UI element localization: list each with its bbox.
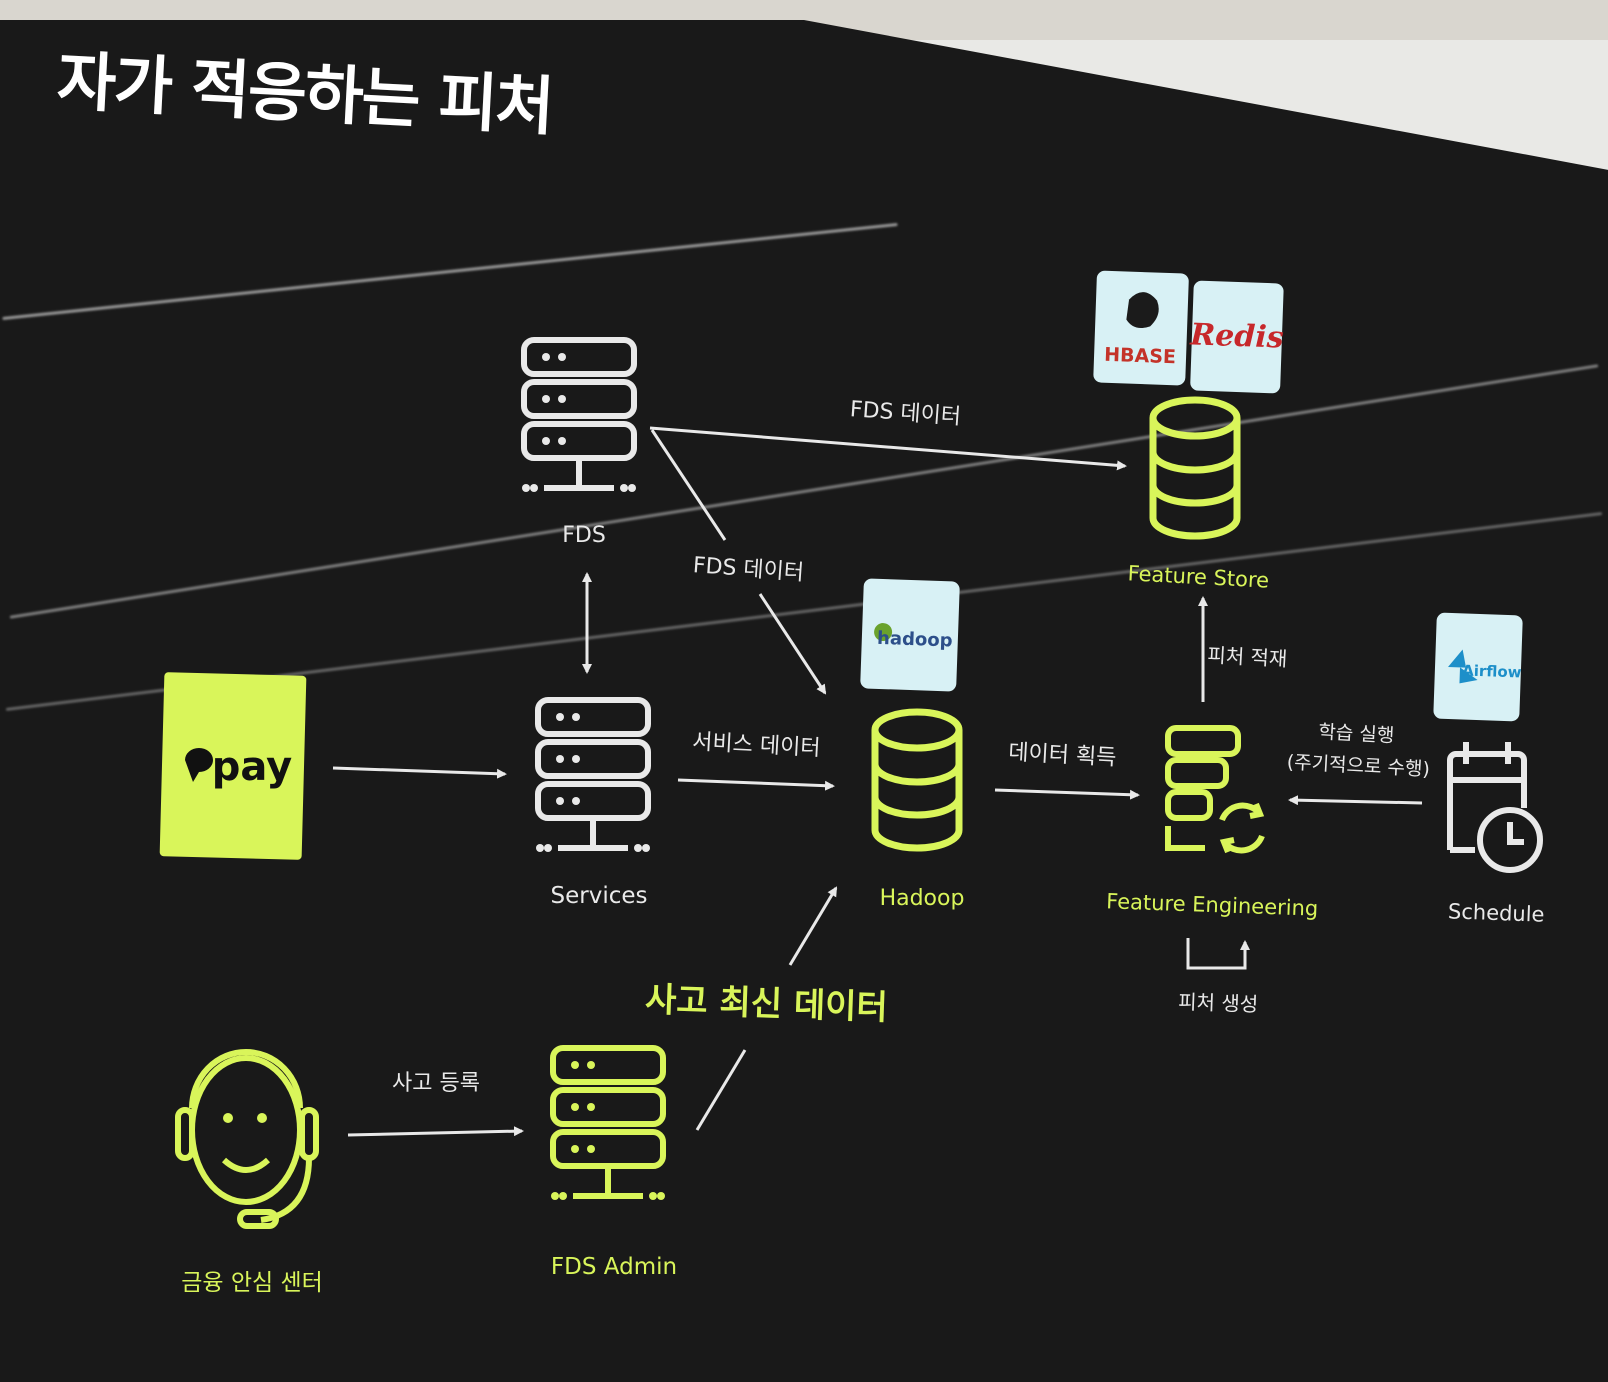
eye-icon xyxy=(257,1113,267,1123)
edge-pay-to-services xyxy=(332,766,507,779)
edge-fds-to-hadoop xyxy=(650,429,827,695)
feature-engineering-label: Feature Engineering xyxy=(1106,889,1319,920)
svg-text:HBASE: HBASE xyxy=(1104,344,1176,368)
server-icon xyxy=(522,340,636,492)
redis-logo: Redis xyxy=(1189,280,1285,394)
fds-server-node: FDS xyxy=(522,340,636,548)
fds-admin-label: FDS Admin xyxy=(551,1254,677,1280)
svg-text:pay: pay xyxy=(212,744,292,790)
fds-label: FDS xyxy=(562,523,606,548)
feature-store-label: Feature Store xyxy=(1127,561,1270,592)
edge-hadoop-to-feature-engineering xyxy=(994,788,1140,800)
edge-label-latest-incident-data: 사고 최신 데이터 xyxy=(644,980,888,1028)
hadoop-label: Hadoop xyxy=(880,886,965,911)
services-server-node: Services xyxy=(536,700,650,909)
edge-schedule-to-fe xyxy=(1288,795,1423,806)
svg-text:hadoop: hadoop xyxy=(877,628,953,652)
hbase-logo: HBASE xyxy=(1093,270,1189,386)
schedule-node: Schedule xyxy=(1447,742,1545,927)
eye-icon xyxy=(223,1113,233,1123)
database-icon xyxy=(875,712,959,848)
edge-label-periodic: (주기적으로 수행) xyxy=(1286,751,1430,780)
edge-admin-to-hadoop xyxy=(695,886,838,1131)
edge-label-incident-register: 사고 등록 xyxy=(392,1071,480,1096)
edge-label-data-acquire: 데이터 획득 xyxy=(1008,740,1117,771)
schedule-label: Schedule xyxy=(1448,899,1545,926)
hadoop-database-node: Hadoop xyxy=(875,712,964,911)
server-icon xyxy=(551,1048,665,1200)
edge-services-to-hadoop xyxy=(677,778,835,791)
feature-store-node: Feature Store xyxy=(1127,400,1270,593)
hadoop-logo: hadoop xyxy=(860,578,960,692)
edge-fe-loop xyxy=(1186,938,1250,970)
feature-engineering-icon xyxy=(1165,725,1265,854)
edge-label-fds-data-diagonal: FDS 데이터 xyxy=(692,553,805,586)
headset-agent-icon xyxy=(175,1049,319,1229)
svg-text:Redis: Redis xyxy=(1189,317,1285,355)
fds-admin-server-node: FDS Admin xyxy=(551,1048,677,1280)
server-icon xyxy=(536,700,650,852)
edge-label-service-data: 서비스 데이터 xyxy=(692,730,822,762)
database-icon xyxy=(1153,400,1237,536)
edge-label-training-run: 학습 실행 xyxy=(1318,721,1395,747)
support-center-label: 금융 안심 센터 xyxy=(181,1270,323,1296)
svg-text:Airflow: Airflow xyxy=(1462,661,1522,681)
edge-fds-to-feature-store xyxy=(649,426,1127,471)
edge-center-to-admin xyxy=(347,1126,524,1137)
edge-label-feature-load: 피처 적재 xyxy=(1207,643,1288,671)
kakaopay-logo: pay xyxy=(159,672,307,860)
services-label: Services xyxy=(551,883,648,909)
airflow-logo: Airflow xyxy=(1433,612,1523,722)
calendar-clock-icon xyxy=(1447,742,1543,873)
edge-label-fds-data-top: FDS 데이터 xyxy=(849,397,962,430)
support-center-node: 금융 안심 센터 xyxy=(175,1049,323,1296)
edge-label-feature-create: 피처 생성 xyxy=(1178,990,1259,1017)
